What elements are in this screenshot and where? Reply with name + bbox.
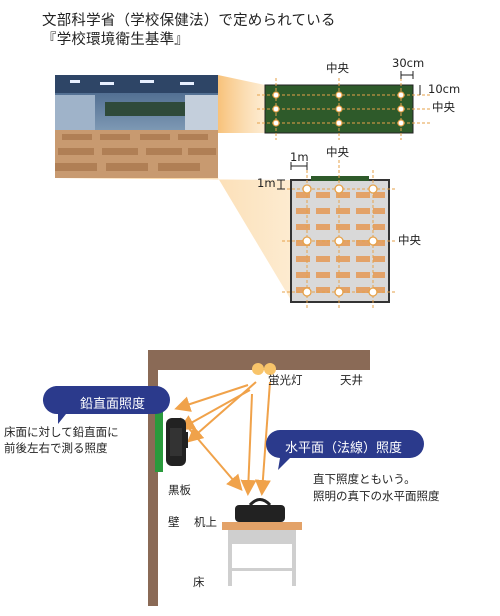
- title-line-2: 『学校環境衛生基準』: [42, 32, 189, 48]
- board-measure-points: [272, 91, 405, 127]
- fluorescent-lamp: [252, 363, 264, 375]
- vertical-note-line-1: 床面に対して鉛直面に: [4, 425, 119, 439]
- vertical-note-line-2: 前後左右で測る照度: [4, 441, 108, 455]
- room-x-dimension-label: 1m: [290, 150, 309, 164]
- wall-label: 壁: [168, 515, 180, 529]
- blackboard-label: 黒板: [168, 483, 191, 497]
- ceiling-label: 天井: [340, 373, 363, 387]
- vertical-illuminance-title: 鉛直面照度: [80, 397, 146, 412]
- room-center-label: 中央: [326, 145, 349, 159]
- board-height-label: 10cm: [428, 82, 461, 96]
- classroom-photo: [55, 75, 218, 178]
- illuminance-diagram: [42, 350, 424, 606]
- board-center-label: 中央: [326, 61, 349, 75]
- desk: [222, 522, 302, 586]
- title-line-1: 文部科学省（学校保健法）で定められている: [42, 13, 336, 29]
- board-side-center-label: 中央: [432, 100, 455, 114]
- horizontal-note-line-2: 照明の真下の水平面照度: [313, 489, 440, 503]
- room-measure-points: [302, 184, 378, 297]
- measurement-plan-diagram: [55, 71, 430, 308]
- fluorescent-label: 蛍光灯: [268, 373, 303, 387]
- horizontal-bubble-shape: [266, 430, 424, 470]
- desk-light-meter: [235, 498, 285, 522]
- room-side-center-label: 中央: [398, 233, 421, 247]
- vertical-bubble-shape: [42, 386, 171, 424]
- room-desks: [296, 192, 385, 293]
- horizontal-note-line-1: 直下照度ともいう。: [313, 472, 416, 486]
- horizontal-illuminance-title: 水平面（法線）照度: [285, 441, 403, 456]
- floor-label: 床: [193, 575, 205, 589]
- room-y-dimension-label: 1m: [257, 176, 276, 190]
- board-projection: [218, 75, 265, 133]
- desk-label: 机上: [194, 515, 217, 529]
- wall-light-meter: [166, 418, 188, 466]
- board-width-label: 30cm: [392, 56, 425, 70]
- floor-projection: [55, 178, 291, 300]
- blackboard: [155, 398, 163, 472]
